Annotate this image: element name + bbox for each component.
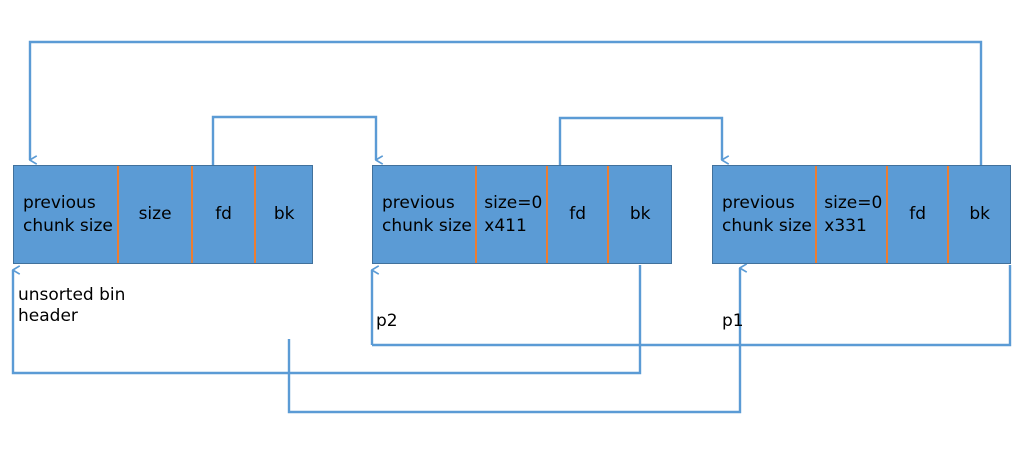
chunk-unsorted-bin-header[interactable]: previous chunk size size fd bk	[13, 165, 313, 264]
field-bk: bk	[607, 166, 671, 263]
field-fd: fd	[885, 166, 948, 263]
connector-bk-p2-to-header	[11, 265, 642, 375]
connector-fd-p1-to-p2	[287, 268, 740, 414]
field-bk: bk	[947, 166, 1010, 263]
connector-bk-header-to-p1	[372, 265, 1012, 347]
chunk-p2[interactable]: previous chunk size size=0x411 fd bk	[372, 165, 672, 264]
chunk-p1[interactable]: previous chunk size size=0x331 fd bk	[712, 165, 1011, 264]
connector-bk-p1-to-header	[28, 40, 983, 166]
field-previous-chunk-size: previous chunk size	[722, 193, 812, 236]
field-previous-chunk-size: previous chunk size	[382, 193, 472, 236]
field-size: size	[117, 166, 191, 263]
caption-unsorted-bin-header: unsorted bin header	[18, 285, 126, 327]
field-fd: fd	[545, 166, 608, 263]
field-size: size=0x331	[815, 166, 886, 263]
field-previous-chunk-size: previous chunk size	[23, 193, 113, 236]
field-bk: bk	[254, 166, 312, 263]
caption-p1: p1	[722, 311, 744, 331]
field-fd: fd	[190, 166, 255, 263]
caption-p2: p2	[376, 311, 398, 331]
field-size: size=0x411	[475, 166, 546, 263]
